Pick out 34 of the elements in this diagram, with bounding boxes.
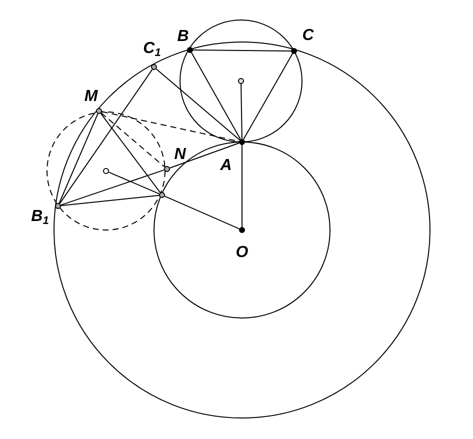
point-label: B$_{1}$ — [31, 209, 49, 227]
line-segment — [156, 68, 240, 141]
point-dot — [238, 78, 244, 84]
line-segment — [60, 194, 160, 206]
point-label: A — [220, 158, 232, 174]
line-segment — [164, 196, 240, 230]
point-dot — [239, 139, 245, 145]
point-label: M — [84, 89, 98, 105]
line-segment — [169, 142, 240, 168]
point-dot — [291, 48, 297, 54]
point-dot — [239, 227, 245, 233]
point-label: B — [177, 29, 189, 45]
line-segment — [58, 113, 98, 204]
dashed-segment — [100, 112, 166, 168]
line-segment — [243, 53, 293, 140]
point-dot — [151, 64, 157, 70]
line-segment — [190, 52, 242, 140]
point-label: O — [236, 245, 248, 261]
line-segment — [60, 169, 165, 206]
point-dot — [164, 166, 170, 172]
point-dot — [187, 47, 193, 53]
point-label: N — [174, 147, 186, 163]
point-dot — [159, 192, 165, 198]
point-label: C — [302, 28, 314, 44]
point-dot — [96, 108, 102, 114]
point-dot — [55, 203, 61, 209]
line-segment — [108, 172, 160, 194]
line-segment — [192, 50, 292, 52]
line-segment — [100, 112, 161, 194]
dashed-segment — [101, 111, 240, 142]
point-dot — [103, 168, 109, 174]
point-label: C$_{1}$ — [143, 41, 161, 59]
line-segment — [59, 68, 153, 204]
line-segment — [240, 84, 242, 140]
